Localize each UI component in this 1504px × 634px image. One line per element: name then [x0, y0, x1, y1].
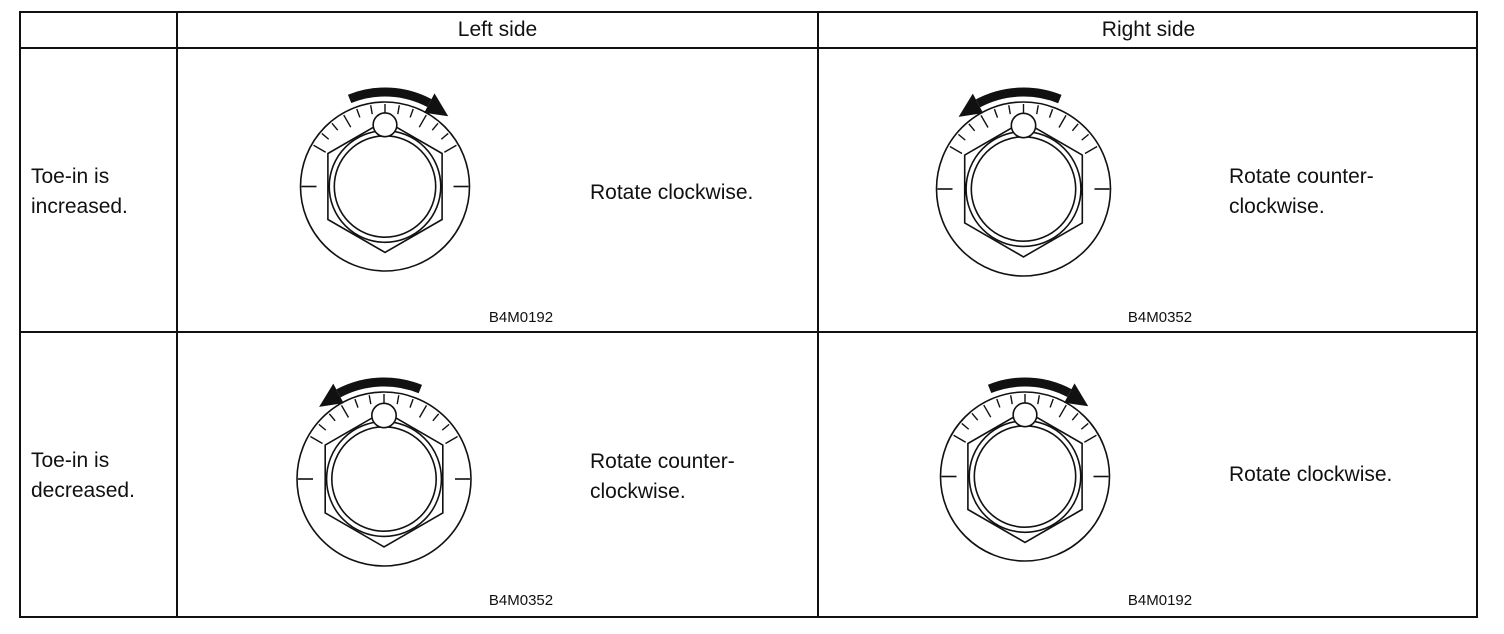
toe-in-adjustment-table — [19, 11, 1478, 618]
clockwise-arrow-icon — [987, 377, 1089, 407]
figure-code: B4M0192 — [488, 309, 554, 326]
figure-code: B4M0192 — [1127, 592, 1193, 609]
nut-dial-counter-clockwise-figure — [296, 377, 472, 567]
column-header-left-side: Left side — [457, 18, 538, 41]
counter-clockwise-arrow-icon — [958, 87, 1062, 117]
counter-clockwise-arrow-icon — [319, 377, 423, 407]
nut-dial-clockwise-figure — [939, 377, 1111, 562]
instruction-text: Rotate clockwise. — [1229, 463, 1393, 486]
adjusting-bolt-dial-icon — [296, 391, 472, 567]
row-label-toe-in-decreased: Toe-in is decreased. — [31, 449, 135, 502]
adjusting-bolt-dial-icon — [939, 391, 1111, 562]
figure-code: B4M0352 — [488, 592, 554, 609]
column-divider-2 — [817, 11, 819, 618]
row-divider — [19, 331, 1478, 333]
adjusting-bolt-dial-icon — [935, 101, 1112, 277]
header-divider — [19, 47, 1478, 49]
nut-dial-clockwise-figure — [299, 87, 471, 272]
instruction-text: Rotate counter- clockwise. — [590, 450, 735, 503]
figure-code: B4M0352 — [1127, 309, 1193, 326]
column-header-right-side: Right side — [1101, 18, 1196, 41]
column-divider-1 — [176, 11, 178, 618]
instruction-text: Rotate counter- clockwise. — [1229, 165, 1374, 218]
clockwise-arrow-icon — [347, 87, 449, 117]
row-label-toe-in-increased: Toe-in is increased. — [31, 165, 128, 218]
adjusting-bolt-dial-icon — [299, 101, 471, 272]
instruction-text: Rotate clockwise. — [590, 181, 754, 204]
nut-dial-counter-clockwise-figure — [935, 87, 1112, 277]
